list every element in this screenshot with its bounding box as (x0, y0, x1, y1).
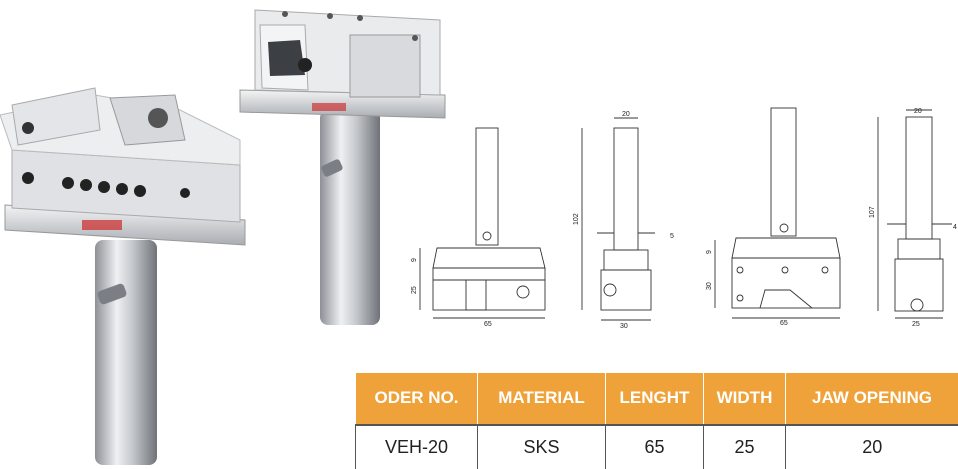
vise-photo-left (0, 87, 246, 465)
sv1-pin: 5 (670, 233, 674, 240)
cell-width: 25 (703, 424, 786, 469)
sv2-height: 107 (869, 206, 876, 218)
fv1-top-height: 9 (411, 258, 418, 262)
fv2-width: 65 (780, 320, 788, 327)
front-view-2 (714, 107, 841, 319)
header-length: LENGHT (605, 372, 704, 426)
header-material: MATERIAL (477, 372, 606, 426)
sv1-stem: 20 (622, 111, 630, 118)
side-view-1 (581, 117, 655, 321)
technical-drawings: 9 25 65 20 102 5 30 9 30 65 20 107 4 25 (411, 107, 957, 330)
header-width: WIDTH (703, 372, 786, 426)
vise-photo-right (239, 9, 446, 325)
header-order-no: ODER NO. (355, 372, 478, 426)
fv1-width: 65 (484, 321, 492, 328)
cell-jaw-opening: 20 (785, 424, 958, 469)
fv2-top-height: 9 (706, 250, 713, 254)
sv1-height: 102 (573, 213, 580, 225)
cell-material: SKS (477, 424, 606, 469)
product-photos (0, 9, 446, 465)
spec-table: ODER NO. MATERIAL LENGHT WIDTH JAW OPENI… (355, 372, 958, 469)
header-jaw-opening: JAW OPENING (785, 372, 958, 426)
sv2-stem: 20 (914, 108, 922, 115)
fv2-body-height: 30 (706, 282, 713, 290)
cell-order-no: VEH-20 (355, 424, 478, 469)
fv1-body-height: 25 (411, 286, 418, 294)
spec-header-row: ODER NO. MATERIAL LENGHT WIDTH JAW OPENI… (355, 372, 958, 426)
side-view-2 (877, 109, 952, 319)
front-view-1 (419, 127, 546, 319)
cell-length: 65 (605, 424, 704, 469)
sv2-pin: 4 (953, 224, 957, 231)
sv1-width: 30 (620, 323, 628, 330)
sv2-width: 25 (912, 321, 920, 328)
spec-row: VEH-20 SKS 65 25 20 (355, 424, 958, 469)
